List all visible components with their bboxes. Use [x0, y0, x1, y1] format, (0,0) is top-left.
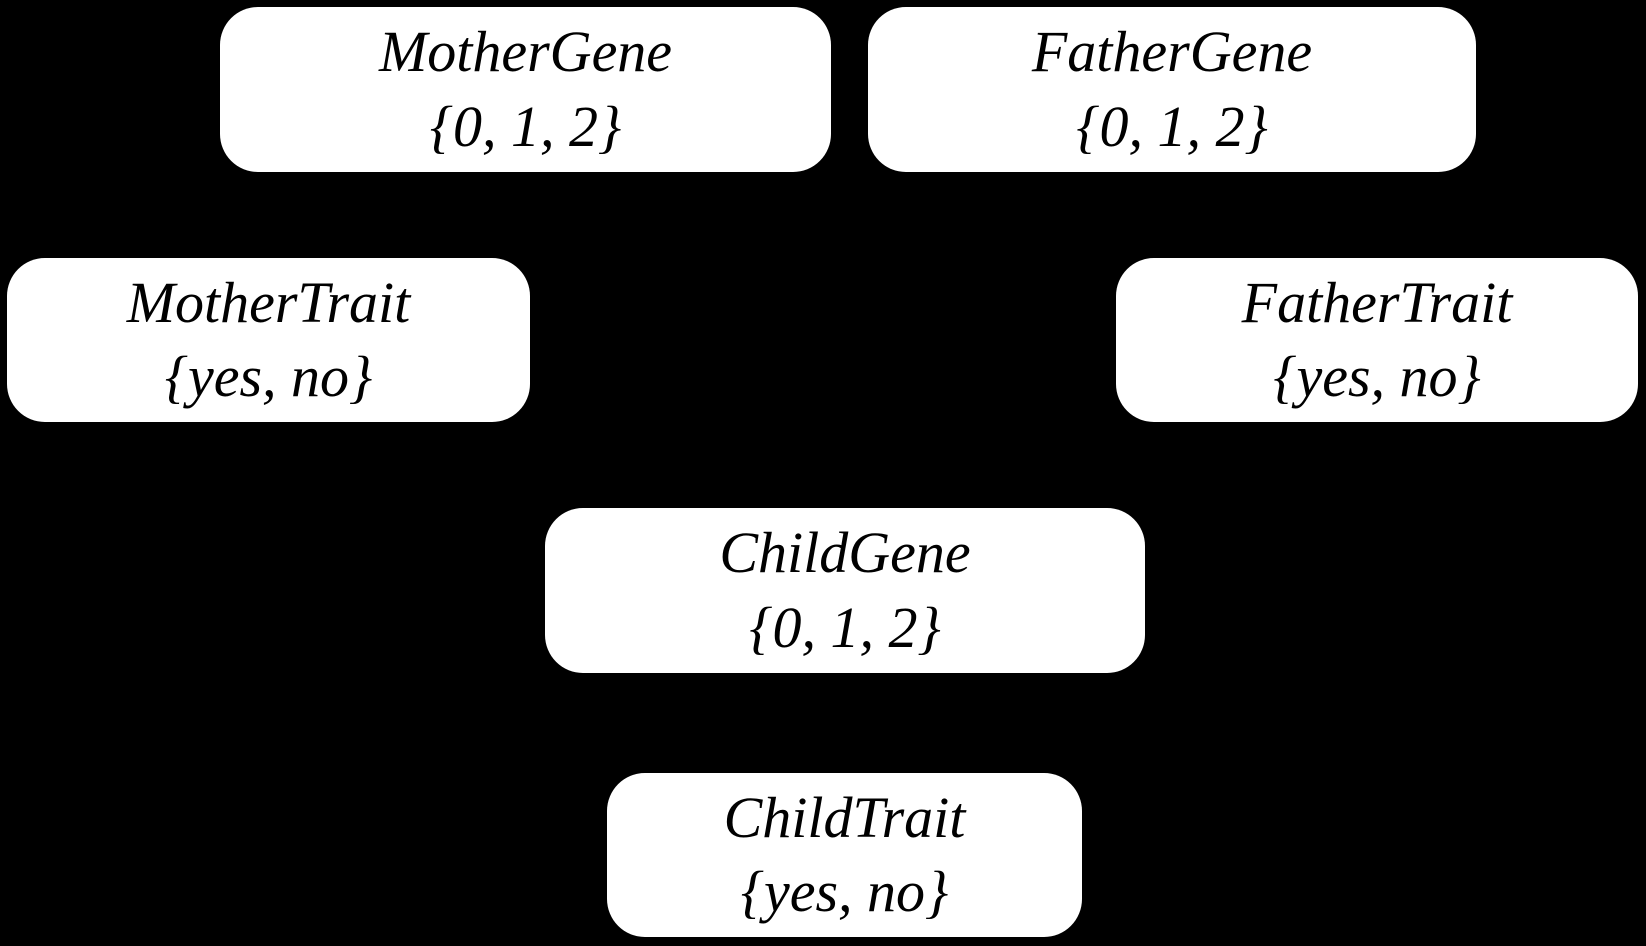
node-label: MotherGene [378, 19, 673, 85]
node-domain: {yes, no} [740, 859, 949, 924]
node-domain: {0, 1, 2} [429, 93, 622, 159]
node-label: MotherTrait [126, 269, 411, 335]
node-label: ChildGene [719, 520, 971, 586]
node-father-trait: FatherTrait {yes, no} [1116, 258, 1638, 422]
node-domain: {0, 1, 2} [749, 594, 941, 660]
node-label: FatherTrait [1241, 269, 1513, 335]
node-mother-trait: MotherTrait {yes, no} [7, 258, 530, 422]
node-domain: {yes, no} [1273, 344, 1481, 409]
node-label: FatherGene [1031, 19, 1313, 85]
node-child-gene: ChildGene {0, 1, 2} [545, 508, 1145, 673]
node-father-gene: FatherGene {0, 1, 2} [868, 7, 1476, 172]
node-child-trait: ChildTrait {yes, no} [607, 773, 1082, 937]
node-domain: {0, 1, 2} [1076, 93, 1268, 159]
node-mother-gene: MotherGene {0, 1, 2} [220, 7, 831, 172]
node-domain: {yes, no} [164, 344, 373, 409]
node-label: ChildTrait [723, 784, 966, 850]
